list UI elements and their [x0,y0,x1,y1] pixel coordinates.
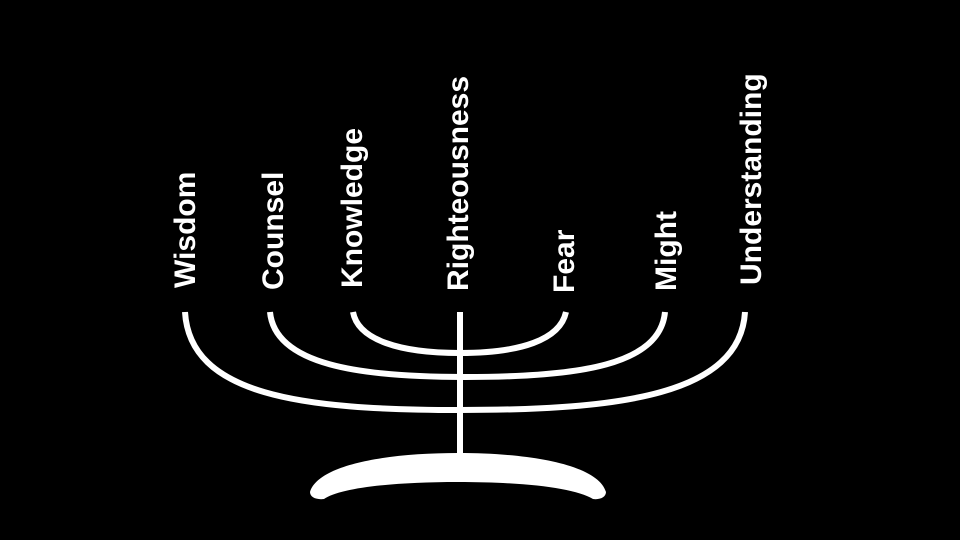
middle-arm [267,311,668,381]
branch-label-might: Might [650,211,683,291]
branch-label-counsel: Counsel [257,172,290,290]
branch-label-knowledge: Knowledge [336,128,369,288]
branch-label-righteousness: Righteousness [442,76,475,291]
menorah-base [310,453,606,500]
branch-label-fear: Fear [548,229,581,293]
branch-label-wisdom: Wisdom [169,172,202,288]
branch-label-understanding: Understanding [735,73,768,285]
